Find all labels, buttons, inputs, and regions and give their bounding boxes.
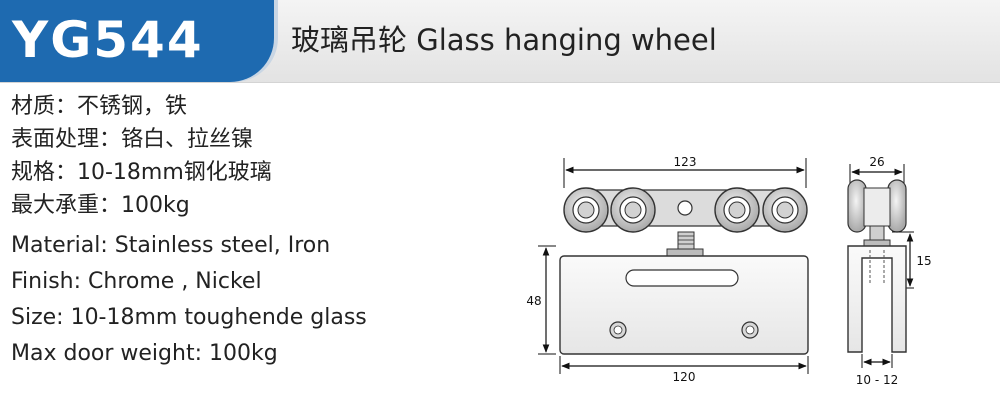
dimension-height: 48 (526, 245, 556, 355)
header: YG544 玻璃吊轮 Glass hanging wheel (0, 0, 1000, 83)
wheel (762, 187, 808, 233)
model-code: YG544 (12, 11, 204, 69)
product-title: 玻璃吊轮 Glass hanging wheel (291, 23, 717, 57)
dimension-glass: 10 - 12 (856, 354, 899, 387)
dim-glass-range: 10 - 12 (856, 373, 899, 387)
wheel-side (887, 179, 907, 233)
front-view: 123 (526, 155, 809, 384)
spec-size-en: Size: 10-18mm toughende glass (11, 305, 367, 330)
dim-top-width: 123 (674, 155, 697, 169)
dim-bottom-width: 120 (673, 370, 696, 384)
adjustment-slot (625, 269, 739, 287)
wheel (714, 187, 760, 233)
dimension-side-height: 15 (892, 231, 932, 289)
spec-size-cn: 规格：10-18mm钢化玻璃 (11, 160, 272, 185)
model-tab: YG544 (0, 0, 274, 82)
spec-weight-en: Max door weight: 100kg (11, 341, 278, 366)
dim-height: 48 (526, 294, 541, 308)
side-view: 26 15 (847, 155, 932, 387)
specs-english: Material: Stainless steel, Iron Finish: … (11, 228, 491, 372)
wheel (610, 187, 656, 233)
clamp-side (847, 245, 907, 353)
wheel (563, 187, 609, 233)
dim-side-height: 15 (916, 254, 931, 268)
dimension-bottom: 120 (559, 356, 809, 384)
specs-chinese: 材质：不锈钢，铁 表面处理：铬白、拉丝镍 规格：10-18mm钢化玻璃 最大承重… (11, 90, 491, 222)
drawing-svg: 123 (526, 155, 932, 387)
wheels (563, 187, 808, 233)
dimension-top: 123 (563, 155, 807, 188)
spec-finish-en: Finish: Chrome , Nickel (11, 269, 262, 294)
technical-drawing: 123 (520, 148, 990, 394)
dimension-side-width: 26 (849, 155, 905, 188)
dim-side-width: 26 (869, 155, 884, 169)
spec-material-cn: 材质：不锈钢，铁 (11, 94, 188, 119)
spec-finish-cn: 表面处理：铬白、拉丝镍 (11, 127, 254, 152)
spec-material-en: Material: Stainless steel, Iron (11, 233, 331, 258)
center-hole (677, 200, 693, 216)
wheel-side (847, 179, 867, 233)
specifications: 材质：不锈钢，铁 表面处理：铬白、拉丝镍 规格：10-18mm钢化玻璃 最大承重… (11, 90, 491, 372)
spec-weight-cn: 最大承重：100kg (11, 193, 190, 218)
